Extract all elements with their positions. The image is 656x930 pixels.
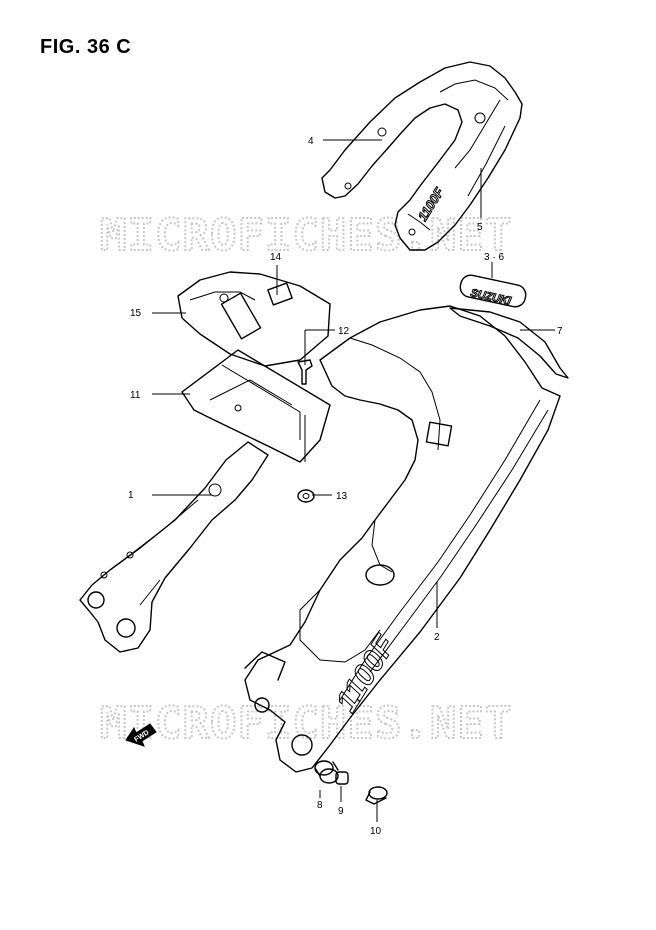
nut-13 [297,489,315,503]
callout-1: 1 [128,490,134,501]
callout-9: 9 [338,806,344,817]
tool-bag [177,271,331,367]
side-stripe [449,307,569,379]
screw-12 [297,359,313,385]
callout-14: 14 [270,252,282,263]
frame-rail [79,441,269,653]
callout-12: 12 [338,326,350,337]
emblem-text: SUZUKI [469,287,512,307]
callout-2: 2 [434,632,440,643]
callout-3-6: 3 · 6 [484,252,504,263]
tail-cover-upper: 1100F [321,61,523,251]
callout-15: 15 [130,308,142,319]
grommet-8 [314,760,339,784]
callout-10: 10 [370,826,382,837]
callout-7: 7 [557,326,563,337]
watermark-bottom: MICROFICHES.NET [100,698,512,749]
callout-13: 13 [336,491,348,502]
tray [181,349,331,463]
emblem-badge: SUZUKI [459,274,527,308]
callout-4: 4 [308,136,314,147]
callout-5: 5 [477,222,483,233]
collar-9 [335,771,349,785]
watermark-top: MICROFICHES.NET [100,210,512,261]
callout-11: 11 [130,390,141,401]
figure-title: FIG. 36 C [40,36,132,58]
bolt-10 [365,786,388,805]
leader-lines [152,139,555,822]
callout-8: 8 [317,800,323,811]
